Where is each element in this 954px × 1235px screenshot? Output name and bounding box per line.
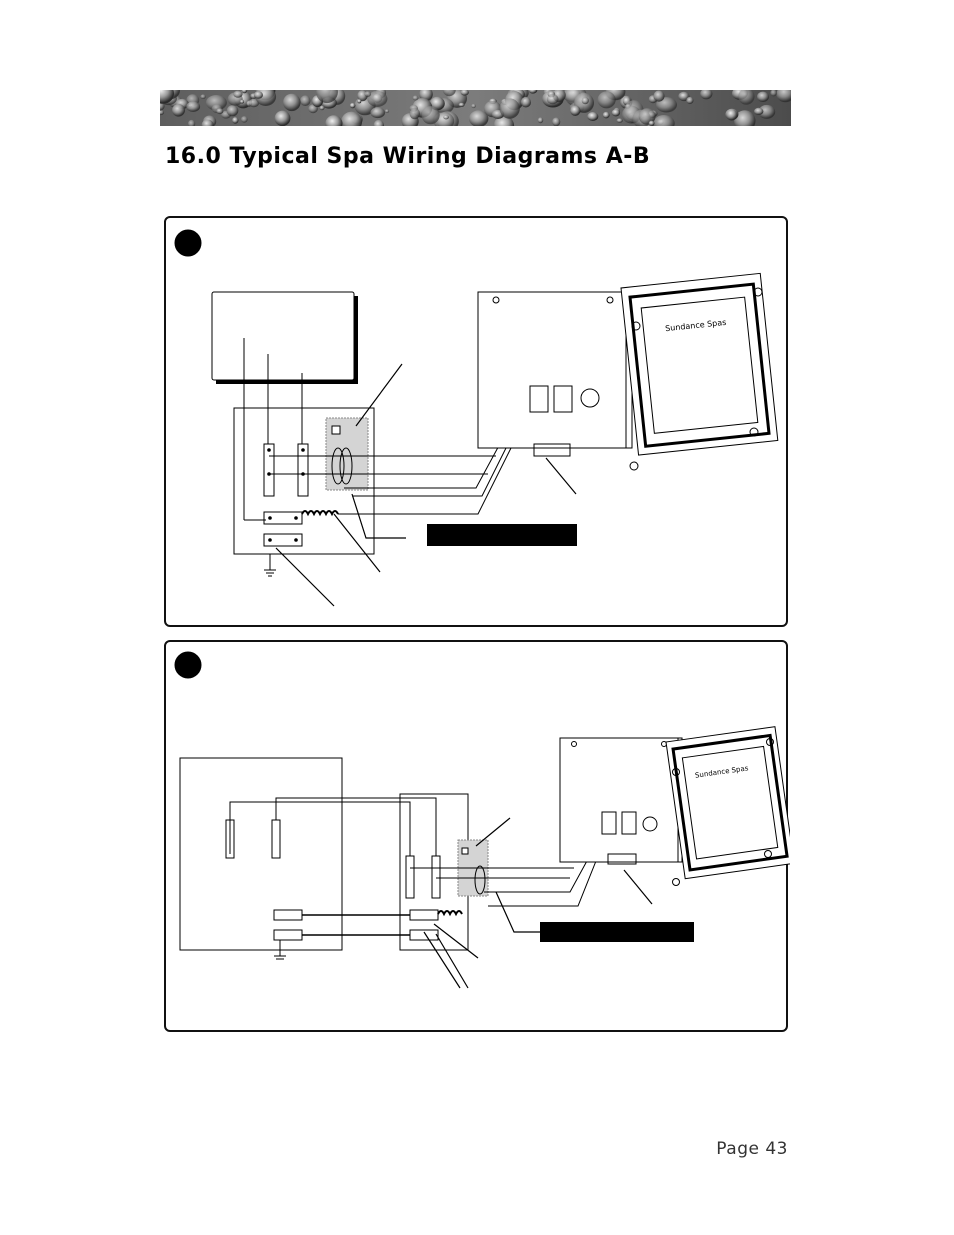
neutral-bar bbox=[263, 511, 303, 525]
gfci-enclosure bbox=[233, 407, 375, 555]
ground-bar bbox=[263, 533, 303, 547]
water-droplet-texture bbox=[160, 90, 791, 126]
main-breaker-panel bbox=[211, 291, 355, 381]
spa-pack-enclosure bbox=[477, 291, 627, 449]
diagram-b-panel: Sundance Spas bbox=[164, 640, 790, 1032]
main-service-panel bbox=[179, 757, 343, 951]
callout-box-a bbox=[427, 524, 577, 546]
callout-box-b bbox=[540, 922, 694, 942]
diagram-a-panel: Sundance Spas bbox=[164, 216, 788, 627]
header-banner bbox=[160, 90, 791, 126]
wiring-diagram-a: Sundance Spas bbox=[174, 229, 779, 607]
breaker-right bbox=[297, 443, 309, 497]
diagram-a-marker bbox=[174, 229, 202, 257]
terminal-block bbox=[533, 443, 571, 457]
terminal-block-b bbox=[607, 853, 637, 865]
wiring-diagram-b: Sundance Spas bbox=[174, 651, 790, 989]
diagram-b-marker bbox=[174, 651, 202, 679]
spa-pack-enclosure-b bbox=[559, 737, 679, 863]
breaker-left bbox=[263, 443, 275, 497]
page-number: Page 43 bbox=[716, 1139, 788, 1159]
page-title: 16.0 Typical Spa Wiring Diagrams A-B bbox=[165, 144, 651, 169]
